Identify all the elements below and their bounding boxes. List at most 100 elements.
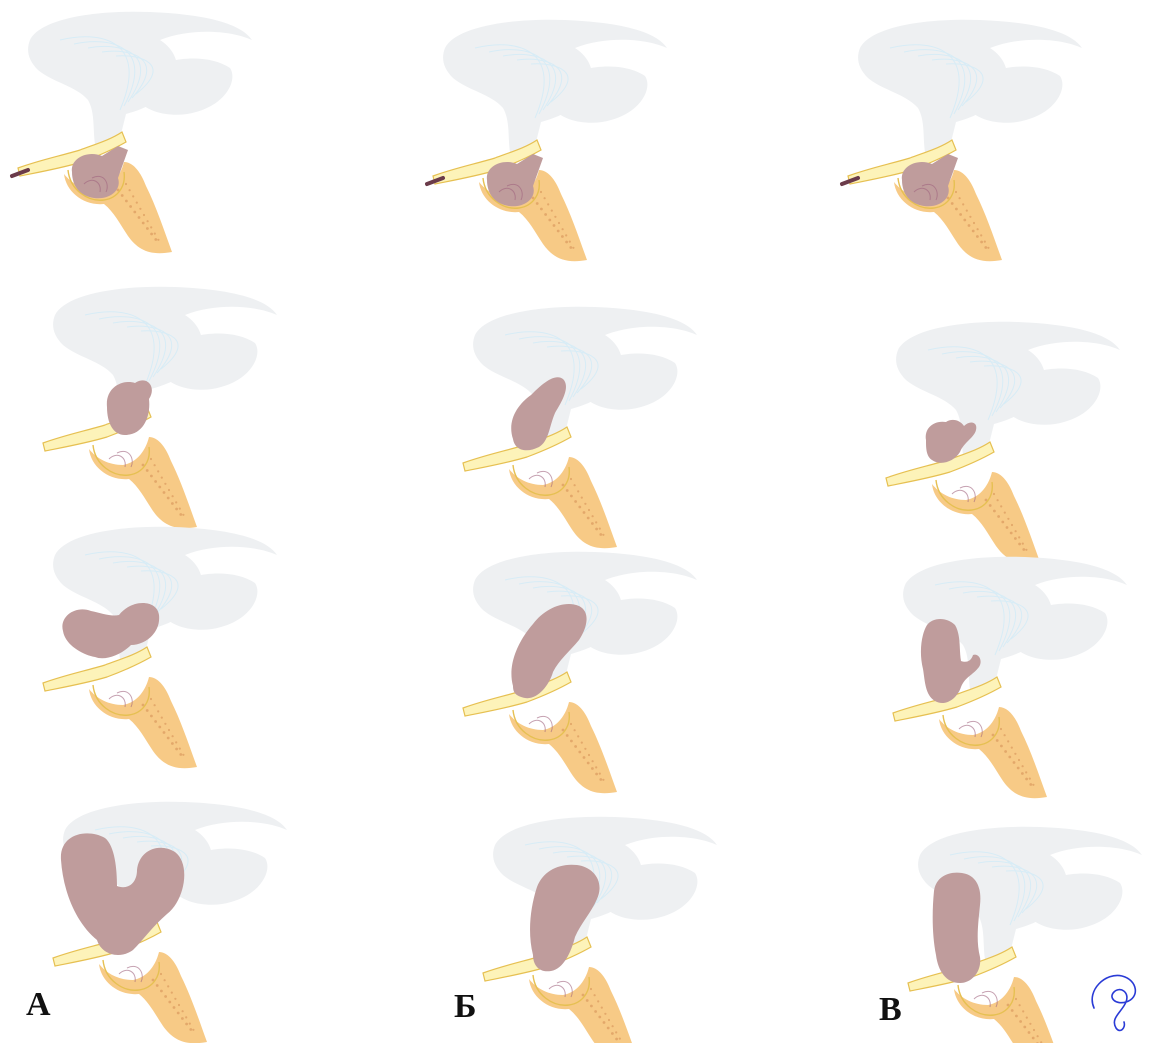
skull-base — [99, 952, 207, 1043]
bone-trabecula — [553, 224, 556, 227]
bone-trabecula — [615, 1038, 618, 1041]
bone-trabecula — [612, 1025, 614, 1027]
bone-trabecula — [959, 213, 962, 216]
bone-trabecula — [157, 710, 159, 712]
bone-trabecula — [163, 491, 166, 494]
bone-trabecula — [570, 495, 573, 498]
bone-trabecula — [150, 458, 152, 460]
bone-trabecula — [1017, 767, 1020, 770]
skull-base — [509, 457, 617, 548]
bone-trabecula — [544, 197, 546, 199]
bone-trabecula — [554, 216, 556, 218]
stage-a-2 — [43, 287, 277, 528]
bone-trabecula — [588, 754, 590, 756]
skull-base — [89, 677, 197, 768]
bone-trabecula — [984, 241, 986, 243]
bone-trabecula — [590, 1005, 593, 1008]
brain — [493, 817, 717, 955]
bone-trabecula — [1022, 548, 1025, 551]
bone-trabecula — [962, 203, 964, 205]
bone-trabecula — [989, 504, 992, 507]
bone-trabecula — [996, 739, 999, 742]
stage-v-3 — [893, 557, 1127, 798]
bone-trabecula — [599, 528, 601, 530]
bone-trabecula — [562, 228, 564, 230]
bone-trabecula — [168, 1001, 171, 1004]
bone-trabecula — [129, 189, 131, 191]
stage-b-1 — [427, 20, 667, 261]
bone-trabecula — [175, 501, 177, 503]
skull-base — [89, 437, 197, 528]
bone-trabecula — [603, 1021, 606, 1024]
bone-trabecula — [574, 500, 577, 503]
bone-trabecula — [597, 1000, 599, 1002]
bone-trabecula — [598, 1016, 601, 1019]
bone-trabecula — [139, 208, 141, 210]
bone-trabecula — [587, 517, 590, 520]
bone-trabecula — [164, 979, 166, 981]
bone-trabecula — [548, 219, 551, 222]
bone-trabecula — [1004, 734, 1006, 736]
bone-trabecula — [969, 216, 971, 218]
bone-trabecula — [569, 246, 572, 249]
bone-trabecula — [185, 1016, 187, 1018]
bone-trabecula — [558, 222, 560, 224]
stage-v-1 — [842, 20, 1082, 261]
bone-trabecula — [138, 216, 141, 219]
bone-trabecula — [968, 224, 971, 227]
bone-trabecula — [1000, 745, 1003, 748]
bone-trabecula — [1011, 524, 1013, 526]
bone-trabecula — [601, 1007, 603, 1009]
skull-base — [932, 472, 1040, 563]
bone-trabecula — [577, 735, 579, 737]
bone-trabecula — [591, 522, 594, 525]
bone-trabecula — [590, 988, 592, 990]
bone-trabecula — [142, 222, 145, 225]
brain — [443, 20, 667, 158]
column-label-v: В — [879, 993, 902, 1027]
bone-trabecula — [150, 698, 152, 700]
bone-trabecula — [1022, 543, 1024, 545]
bone-trabecula — [1029, 783, 1032, 786]
bone-trabecula — [172, 735, 174, 737]
bone-trabecula — [584, 503, 586, 505]
bone-trabecula — [1022, 1010, 1024, 1012]
bone-trabecula — [972, 230, 975, 233]
bone-trabecula — [129, 205, 132, 208]
bone-trabecula — [1015, 998, 1017, 1000]
bone-trabecula — [602, 534, 604, 536]
bone-trabecula — [1006, 526, 1009, 529]
brain — [28, 12, 252, 150]
bone-trabecula — [1032, 784, 1034, 786]
bone-trabecula — [1010, 532, 1013, 535]
monogram-logo — [1086, 968, 1142, 1038]
bone-trabecula — [997, 499, 999, 501]
bone-trabecula — [1022, 765, 1024, 767]
bone-trabecula — [175, 508, 178, 511]
bone-trabecula — [592, 515, 594, 517]
bone-trabecula — [966, 210, 968, 212]
bone-trabecula — [592, 760, 594, 762]
bone-trabecula — [599, 778, 602, 781]
bone-trabecula — [182, 514, 184, 516]
bone-trabecula — [599, 773, 601, 775]
bone-trabecula — [1033, 1029, 1035, 1031]
bone-trabecula — [959, 197, 961, 199]
bone-trabecula — [1014, 753, 1016, 755]
column-label-a: А — [26, 988, 51, 1022]
bone-trabecula — [1004, 750, 1007, 753]
skull-base — [954, 977, 1062, 1043]
bone-trabecula — [164, 483, 166, 485]
bone-trabecula — [154, 238, 157, 241]
bone-trabecula — [147, 220, 149, 222]
bone-trabecula — [1029, 1023, 1031, 1025]
bone-trabecula — [1023, 1026, 1026, 1029]
bone-trabecula — [1007, 518, 1009, 520]
bone-trabecula — [160, 973, 162, 975]
bone-trabecula — [1026, 1017, 1028, 1019]
pituitary-tumor — [107, 380, 152, 435]
bone-trabecula — [143, 214, 145, 216]
bone-trabecula — [154, 480, 157, 483]
bone-trabecula — [125, 200, 128, 203]
